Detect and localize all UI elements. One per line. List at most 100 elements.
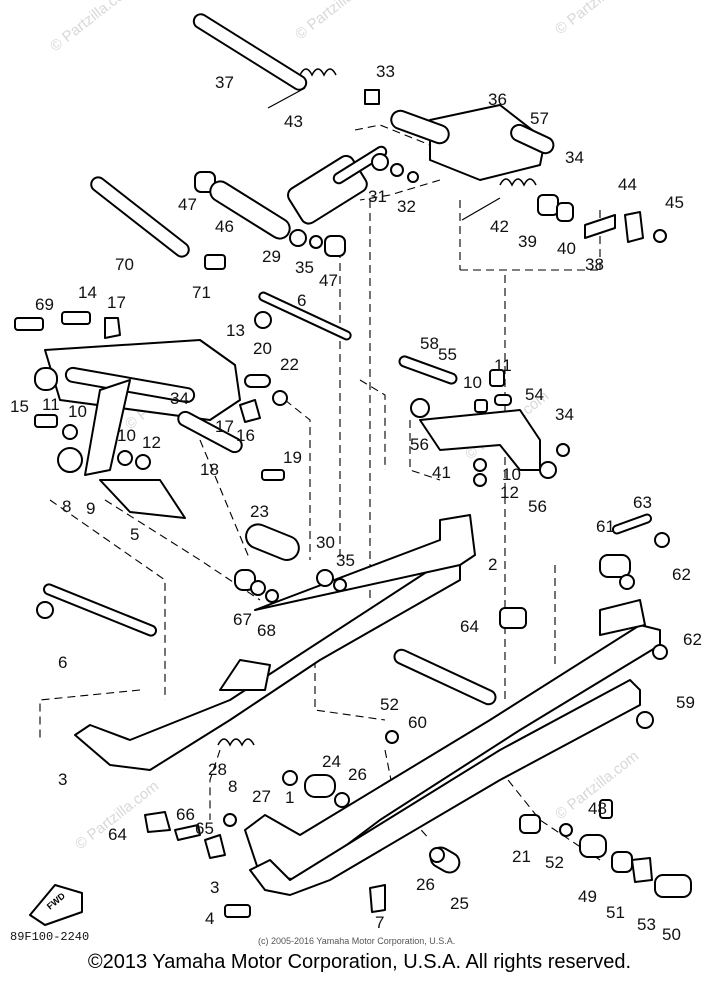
callout-12: 12 (500, 483, 519, 502)
callout-43: 43 (284, 112, 303, 131)
callout-6: 6 (297, 291, 306, 310)
callout-27: 27 (252, 787, 271, 806)
callout-62: 62 (683, 630, 702, 649)
callout-30: 30 (316, 533, 335, 552)
callout-53: 53 (637, 915, 656, 934)
callout-10: 10 (117, 426, 136, 445)
callout-46: 46 (215, 217, 234, 236)
callout-71: 71 (192, 283, 211, 302)
callout-5: 5 (130, 525, 139, 544)
callout-62: 62 (672, 565, 691, 584)
callout-10: 10 (68, 402, 87, 421)
callout-10: 10 (502, 465, 521, 484)
callout-35: 35 (295, 258, 314, 277)
callout-45: 45 (665, 193, 684, 212)
callout-21: 21 (512, 847, 531, 866)
diagram-code: 89F100-2240 (10, 930, 89, 944)
callout-8: 8 (228, 777, 237, 796)
callout-66: 66 (176, 805, 195, 824)
callout-48: 48 (588, 799, 607, 818)
callout-17: 17 (107, 293, 126, 312)
callout-19: 19 (283, 448, 302, 467)
callout-50: 50 (662, 925, 681, 944)
callout-37: 37 (215, 73, 234, 92)
callout-11: 11 (42, 395, 60, 414)
slide-rail-assembly (29, 513, 692, 926)
callout-15: 15 (10, 397, 29, 416)
callout-36: 36 (488, 90, 507, 109)
callout-32: 32 (397, 197, 416, 216)
callout-9: 9 (86, 499, 95, 518)
footer-small-copyright: (c) 2005-2016 Yamaha Motor Corporation, … (258, 936, 455, 946)
callout-51: 51 (606, 903, 625, 922)
callout-41: 41 (432, 463, 451, 482)
callout-65: 65 (195, 819, 214, 838)
callout-26: 26 (416, 875, 435, 894)
callout-54: 54 (525, 385, 544, 404)
callout-61: 61 (596, 517, 615, 536)
callout-34: 34 (565, 148, 584, 167)
callout-34: 34 (170, 389, 189, 408)
callout-56: 56 (410, 435, 429, 454)
callout-52: 52 (545, 853, 564, 872)
callout-18: 18 (200, 460, 219, 479)
callout-40: 40 (557, 239, 576, 258)
callout-22: 22 (280, 355, 299, 374)
watermark: © Partzilla.com (552, 0, 642, 38)
callout-64: 64 (108, 825, 127, 844)
callout-59: 59 (676, 693, 695, 712)
callout-4: 4 (205, 909, 214, 928)
callout-69: 69 (35, 295, 54, 314)
callout-24: 24 (322, 752, 341, 771)
callout-10: 10 (463, 373, 482, 392)
callout-47: 47 (319, 271, 338, 290)
callout-47: 47 (178, 195, 197, 214)
callout-12: 12 (142, 433, 161, 452)
callout-55: 55 (438, 345, 457, 364)
callout-70: 70 (115, 255, 134, 274)
callout-68: 68 (257, 621, 276, 640)
callout-58: 58 (420, 334, 439, 353)
callout-8: 8 (62, 497, 71, 516)
callout-23: 23 (250, 502, 269, 521)
callout-labels: 37 43 33 36 57 34 44 45 47 46 31 32 42 3… (10, 62, 702, 944)
callout-20: 20 (253, 339, 272, 358)
callout-13: 13 (226, 321, 245, 340)
front-arm-assembly (14, 291, 352, 561)
callout-44: 44 (618, 175, 637, 194)
callout-56: 56 (528, 497, 547, 516)
callout-29: 29 (262, 247, 281, 266)
callout-16: 16 (236, 426, 255, 445)
callout-17: 17 (215, 417, 234, 436)
callout-35: 35 (336, 551, 355, 570)
callout-14: 14 (78, 283, 97, 302)
callout-1: 1 (285, 788, 294, 807)
callout-57: 57 (530, 109, 549, 128)
copyright-notice: ©2013 Yamaha Motor Corporation, U.S.A. A… (87, 951, 632, 973)
callout-2: 2 (488, 555, 497, 574)
callout-38: 38 (585, 255, 604, 274)
callout-3: 3 (58, 770, 67, 789)
rear-arm-assembly (398, 355, 570, 487)
callout-3: 3 (210, 878, 219, 897)
callout-49: 49 (578, 887, 597, 906)
callout-52: 52 (380, 695, 399, 714)
callout-31: 31 (368, 187, 387, 206)
callout-67: 67 (233, 610, 252, 629)
watermark: © Partzilla.com (292, 0, 382, 43)
callout-64: 64 (460, 617, 479, 636)
callout-25: 25 (450, 894, 469, 913)
callout-63: 63 (633, 493, 652, 512)
upper-shock-assembly (90, 13, 667, 270)
watermark: © Partzilla.com (47, 0, 137, 55)
callout-6: 6 (58, 653, 67, 672)
callout-11: 11 (494, 356, 512, 375)
callout-33: 33 (376, 62, 395, 81)
callout-28: 28 (208, 760, 227, 779)
callout-39: 39 (518, 232, 537, 251)
callout-60: 60 (408, 713, 427, 732)
callout-34: 34 (555, 405, 574, 424)
callout-42: 42 (490, 217, 509, 236)
